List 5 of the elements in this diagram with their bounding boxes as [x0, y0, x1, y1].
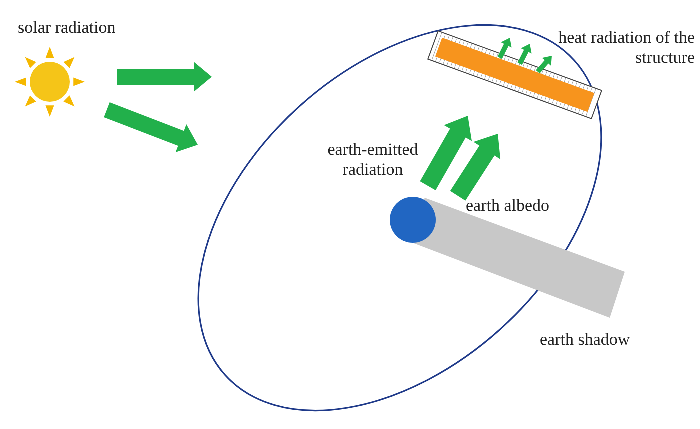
label-text: earth shadow — [540, 330, 630, 350]
label-text: solar radiation — [18, 18, 116, 38]
label-text: earth-emitted radiation — [326, 140, 420, 180]
label-text: earth albedo — [466, 196, 550, 216]
label-text: heat radiation of the structure — [558, 28, 695, 68]
